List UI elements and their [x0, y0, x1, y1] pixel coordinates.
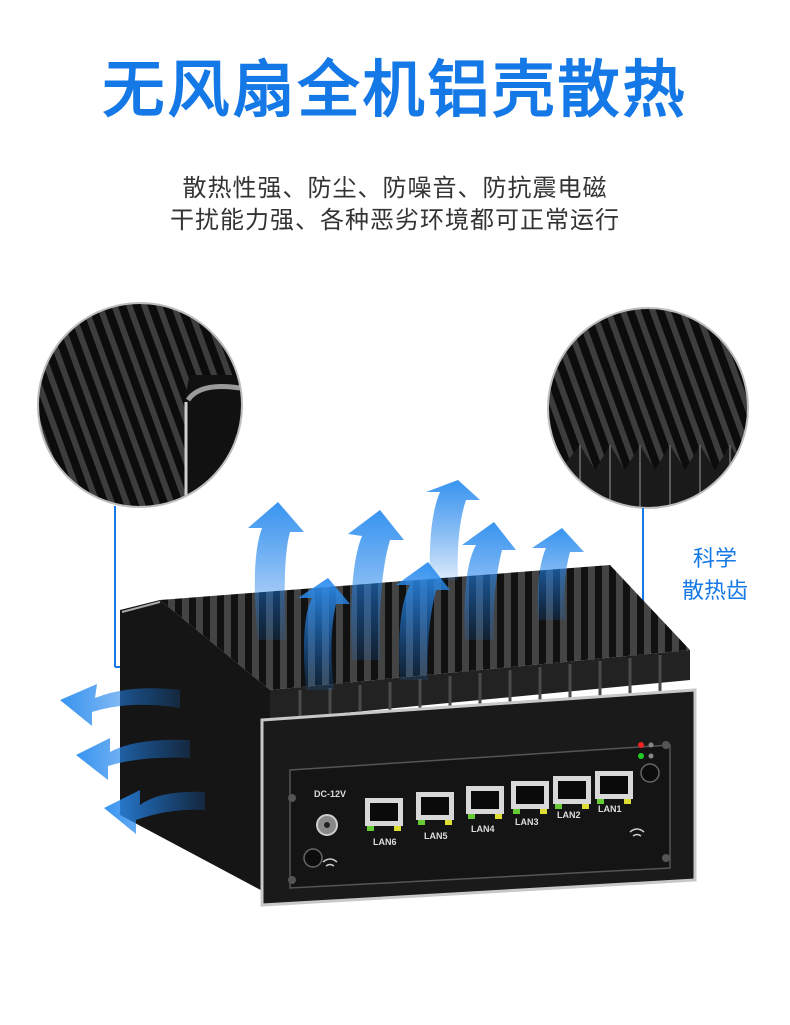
lan-port-3 [511, 781, 549, 814]
heat-arrows-up [248, 480, 584, 690]
callout-label-line1: 科学 [692, 547, 737, 572]
headline: 无风扇全机铝壳散热 [102, 53, 688, 126]
lan4-label: LAN4 [471, 824, 495, 834]
subline-1: 散热性强、防尘、防噪音、防抗震电磁 [182, 174, 608, 202]
callout-label-line2: 散热齿 [681, 579, 748, 604]
power-label: DC-12V [314, 789, 346, 799]
arrow-up-icon [426, 480, 480, 580]
lan-port-6 [365, 798, 403, 831]
arrow-up-icon [348, 510, 404, 660]
lan6-label: LAN6 [373, 837, 397, 847]
zoom-circle-right [547, 307, 749, 509]
lan2-label: LAN2 [557, 810, 581, 820]
lan-port-4 [466, 786, 504, 819]
arrow-up-icon [532, 528, 584, 620]
arrow-up-icon [298, 578, 350, 690]
lan-port-5 [416, 792, 454, 825]
lan3-label: LAN3 [515, 817, 539, 827]
lan1-label: LAN1 [598, 804, 622, 814]
lan-port-1 [595, 771, 633, 804]
arrow-up-icon [462, 522, 516, 640]
heat-arrows-side [60, 684, 205, 834]
lan-ports [365, 771, 633, 831]
wifi-icon [322, 828, 645, 867]
lan5-label: LAN5 [424, 831, 448, 841]
arrow-up-icon [248, 502, 304, 640]
lan-port-2 [553, 776, 591, 809]
zoom-circle-left [37, 302, 243, 508]
arrow-left-icon [60, 684, 180, 726]
arrow-up-icon [396, 562, 450, 680]
arrow-left-icon [104, 790, 205, 834]
arrow-left-icon [76, 738, 190, 780]
subline-2: 干扰能力强、各种恶劣环境都可正常运行 [170, 206, 620, 234]
